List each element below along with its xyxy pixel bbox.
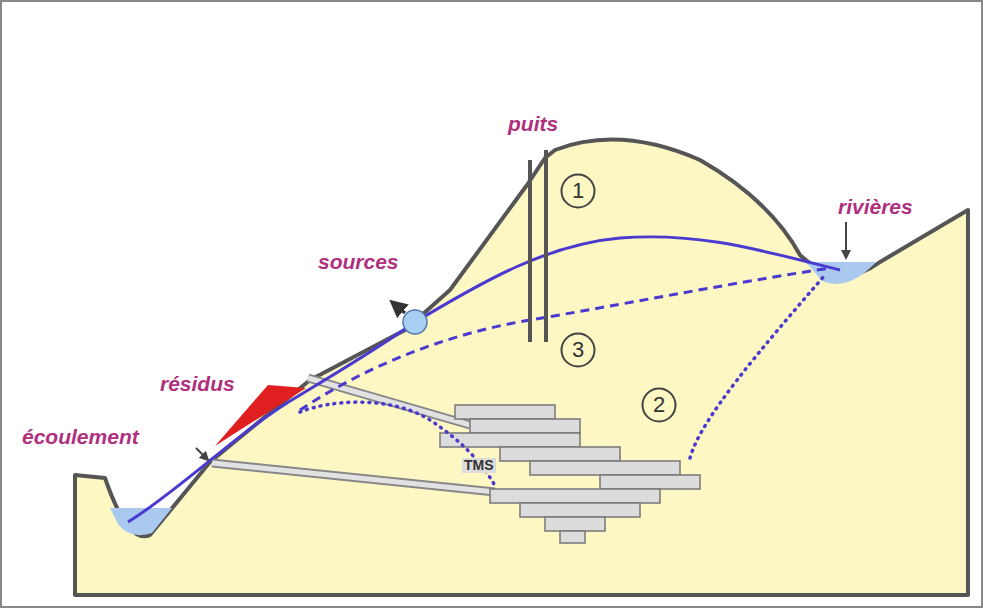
- river-label: rivières: [838, 195, 913, 218]
- mine-label: TMS: [462, 458, 496, 473]
- outflow-label: écoulement: [22, 425, 139, 448]
- water-table: [128, 237, 840, 522]
- spring: [392, 302, 427, 334]
- callout-circle: 1: [560, 173, 596, 209]
- spring-label: sources: [318, 250, 399, 273]
- callout-number: 1: [572, 180, 584, 202]
- galleries: [212, 378, 495, 492]
- ground: [75, 140, 968, 595]
- tailings-label: résidus: [160, 372, 235, 395]
- mine-works: [440, 405, 700, 543]
- callout-number: 3: [572, 339, 584, 361]
- well-label: puits: [508, 112, 558, 135]
- callout-circle: 2: [641, 387, 677, 423]
- callout-number: 2: [653, 394, 665, 416]
- well: [530, 150, 546, 342]
- leader-arrow: [845, 222, 847, 258]
- water-table-dashed: [300, 268, 830, 410]
- water-table-dotted: [690, 275, 825, 458]
- leader-arrow: [196, 448, 208, 460]
- callout-circle: 3: [560, 332, 596, 368]
